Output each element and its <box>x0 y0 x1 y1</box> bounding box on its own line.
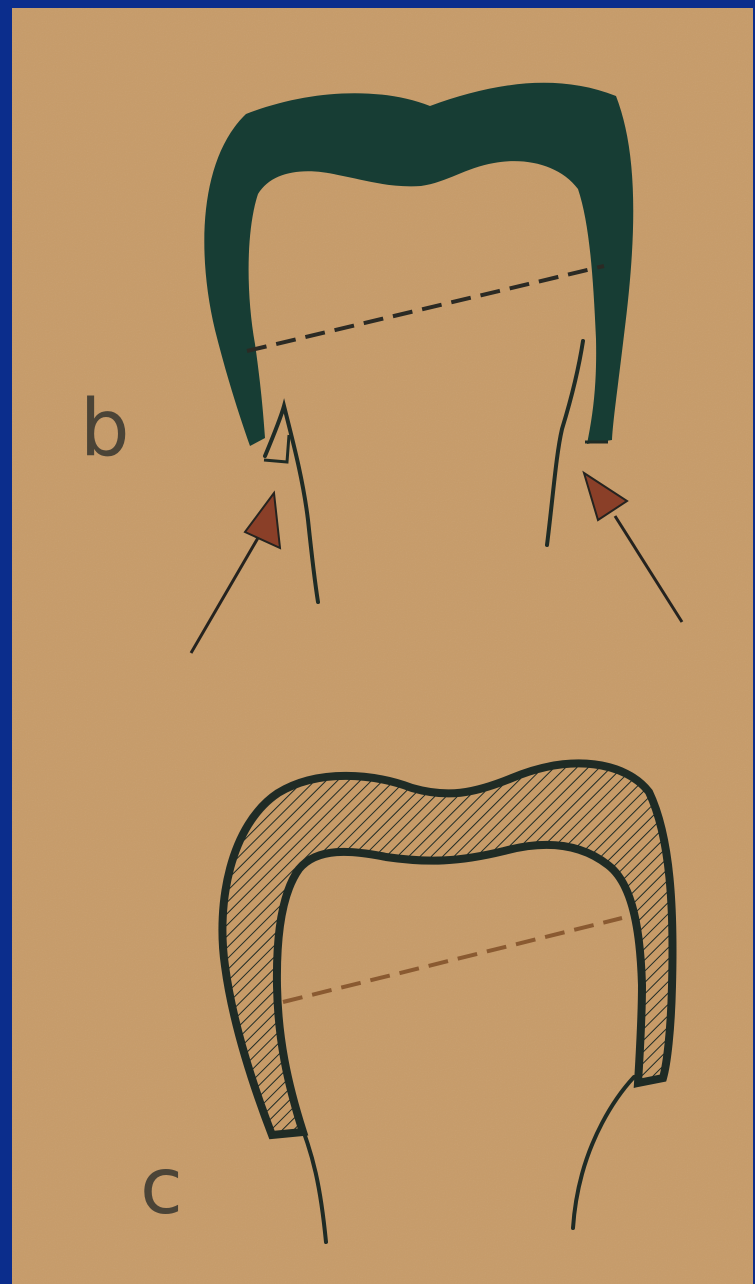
paper-texture <box>12 8 753 1284</box>
figure-label-c: c <box>140 1148 183 1226</box>
diagram-canvas <box>12 8 753 1284</box>
figure-label-b: b <box>80 390 130 468</box>
paper-background: b c <box>12 8 753 1284</box>
